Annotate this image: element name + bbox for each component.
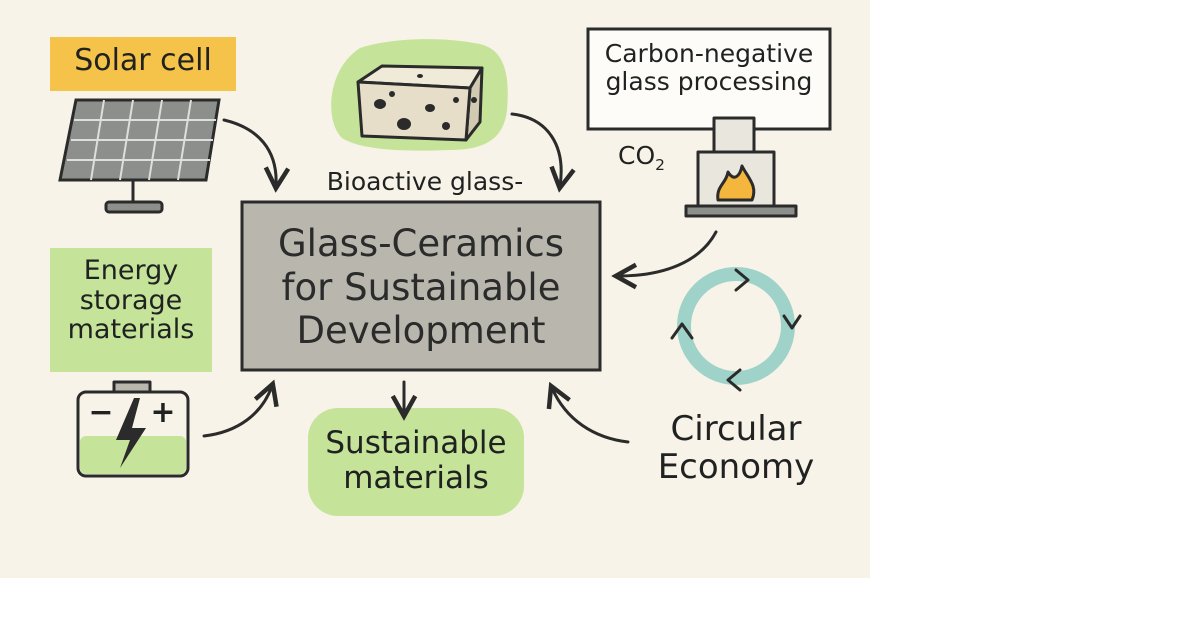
porous-glass-block-icon: [356, 64, 484, 142]
circular-economy-line-2: Economy: [657, 447, 815, 488]
carbon-negative-line-2: glass processing: [605, 67, 813, 96]
co2-text: CO: [618, 141, 656, 170]
sustainable-materials-line-2: materials: [343, 460, 489, 497]
recycle-cycle-icon: [670, 267, 802, 392]
energy-storage-box: [50, 248, 212, 372]
diagram-panel: Solar cell Bioactive glass- Carbon-negat…: [0, 0, 870, 578]
solar-cell-tag: [50, 37, 236, 91]
sustainable-materials-line-1: Sustainable: [325, 425, 507, 461]
center-title-line-1: Glass-Ceramics: [278, 222, 564, 265]
circular-economy-line-1: Circular: [670, 409, 802, 449]
battery-minus-sign: −: [88, 395, 114, 430]
furnace-flame-icon: [684, 116, 798, 218]
bioactive-glass-label: Bioactive glass-: [326, 167, 524, 196]
energy-storage-line-3: materials: [67, 314, 195, 346]
center-title: Glass-Ceramics for Sustainable Developme…: [242, 222, 600, 353]
center-title-line-2: for Sustainable: [281, 265, 561, 309]
energy-storage-label: Energy storage materials: [50, 256, 212, 345]
diagram-art: [50, 27, 832, 516]
arrow-battery-to-center: [202, 386, 272, 438]
arrow-furnace-to-center: [618, 230, 718, 276]
solar-cell-label: Solar cell: [74, 43, 212, 78]
energy-storage-line-2: storage: [79, 284, 183, 316]
sustainable-materials-label: Sustainable materials: [308, 425, 524, 497]
carbon-negative-box: [586, 27, 832, 131]
arrow-bioactive-to-center: [510, 112, 561, 186]
arrow-circular-to-center: [552, 388, 630, 444]
sustainable-materials-blob: [308, 408, 524, 516]
battery-lightning-icon: [76, 380, 190, 478]
central-box: [240, 200, 602, 372]
circular-economy-label: Circular Economy: [636, 410, 836, 486]
co2-label: CO2: [618, 142, 688, 174]
carbon-negative-label: Carbon-negative glass processing: [588, 40, 830, 96]
center-title-line-3: Development: [296, 309, 546, 353]
carbon-negative-line-1: Carbon-negative: [604, 39, 814, 68]
energy-storage-line-1: Energy: [83, 255, 179, 286]
co2-subscript: 2: [655, 156, 666, 174]
solar-panel-icon: [58, 98, 221, 214]
arrow-solar-to-center: [222, 118, 276, 186]
battery-plus-sign: +: [150, 395, 176, 430]
